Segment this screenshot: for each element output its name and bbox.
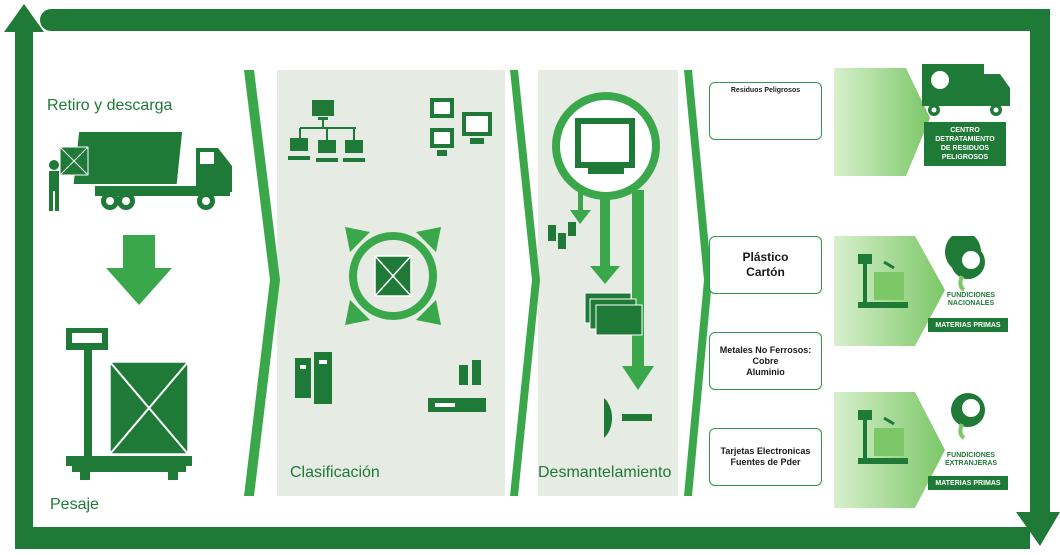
national-foundries-label: FUNDICIONES NACIONALES <box>930 292 1012 308</box>
chevron-arrow-1 <box>244 70 280 496</box>
cardboard-label: Cartón <box>746 265 785 279</box>
cycle-frame <box>4 4 1060 549</box>
cable-connector-icon <box>604 398 652 438</box>
small-components-icon <box>548 222 576 249</box>
step-label-classification: Clasificación <box>290 464 380 481</box>
hazard-center-line-2: DETRATAMIENTO <box>935 136 995 143</box>
weighing-scale-icon <box>66 328 192 480</box>
chevron-arrow-3 <box>684 70 712 496</box>
plastic-cardboard-box: Plástico Cartón <box>709 236 822 294</box>
metals-label: Metales No Ferrosos: <box>719 344 812 355</box>
hazard-center-line-4: PELIGROSOS <box>941 154 989 161</box>
electronic-cards-label: Tarjetas Electronicas <box>720 446 811 456</box>
electronic-cards-box: Tarjetas Electronicas Fuentes de Pder <box>709 428 822 486</box>
step-label-pickup: Retiro y descarga <box>47 97 173 114</box>
hazardous-waste-label: Residuos Peligrosos <box>730 87 801 94</box>
national-line-1: FUNDICIONES <box>946 292 996 299</box>
hazard-center-line-1: CENTRO <box>950 127 980 134</box>
hazard-treatment-center-badge: CENTRO DETRATAMIENTO DE RESIDUOS PELIGRO… <box>924 122 1006 166</box>
aluminum-label: Aluminio <box>746 366 785 377</box>
foreign-line-2: EXTRANJERAS <box>944 460 998 467</box>
phones-and-dvd-icon <box>428 360 486 412</box>
plastic-label: Plástico <box>742 250 789 264</box>
desktop-monitors-icon <box>430 98 492 156</box>
circuit-boards-icon <box>584 292 643 336</box>
non-ferrous-metals-box: Metales No Ferrosos: Cobre Aluminio <box>709 332 822 390</box>
scale-cart-icon-foreign <box>858 410 908 464</box>
power-supplies-label: Fuentes de Pder <box>730 457 801 467</box>
foundry-ladle-icon-national <box>945 236 985 292</box>
hazardous-waste-box: Residuos Peligrosos <box>709 82 822 140</box>
step-label-dismantling: Desmantelamiento <box>538 464 672 481</box>
down-arrow-icon <box>106 235 172 305</box>
copper-label: Cobre <box>752 355 779 366</box>
foreign-raw-materials-badge: MATERIAS PRIMAS <box>928 476 1008 490</box>
foreign-foundries-label: FUNDICIONES EXTRANJERAS <box>930 452 1012 468</box>
national-line-2: NACIONALES <box>947 300 995 307</box>
server-towers-icon <box>295 352 332 404</box>
arrow-to-hazard-center <box>834 68 930 176</box>
step-label-weighing: Pesaje <box>50 496 99 513</box>
box-expand-icon <box>345 227 441 325</box>
worker-carrying-box-icon <box>49 146 89 211</box>
monitor-circle-icon <box>552 92 660 200</box>
chevron-arrow-2 <box>510 70 540 496</box>
foundry-ladle-icon-foreign <box>951 393 985 440</box>
delivery-truck-icon <box>73 132 232 210</box>
foreign-line-1: FUNDICIONES <box>946 452 996 459</box>
hazard-truck-icon <box>922 64 1010 116</box>
scale-cart-icon-national <box>858 254 908 308</box>
network-computers-icon <box>288 100 365 162</box>
hazard-center-line-3: DE RESIDUOS <box>940 145 990 152</box>
national-raw-materials-badge: MATERIAS PRIMAS <box>928 318 1008 332</box>
